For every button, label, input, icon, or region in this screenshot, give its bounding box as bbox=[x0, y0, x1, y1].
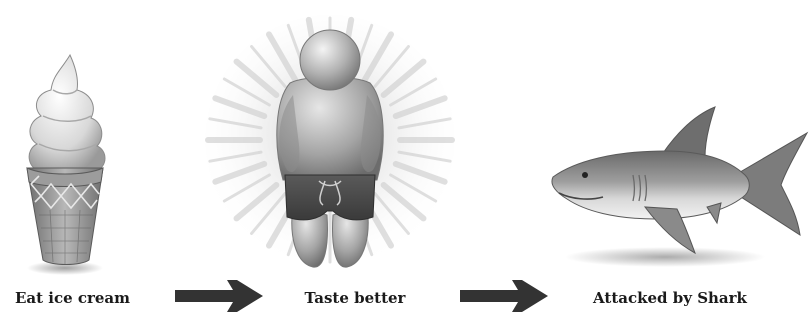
step-3-caption: Attacked by Shark bbox=[575, 283, 765, 313]
ice-cream-cone-icon bbox=[15, 50, 115, 280]
step-2-caption: Taste better bbox=[290, 283, 420, 313]
glowing-person-icon bbox=[205, 5, 455, 280]
right-arrow-icon bbox=[175, 276, 265, 316]
step-1-caption: Eat ice cream bbox=[5, 283, 140, 313]
right-arrow-icon bbox=[460, 276, 550, 316]
shark-icon bbox=[545, 95, 810, 275]
